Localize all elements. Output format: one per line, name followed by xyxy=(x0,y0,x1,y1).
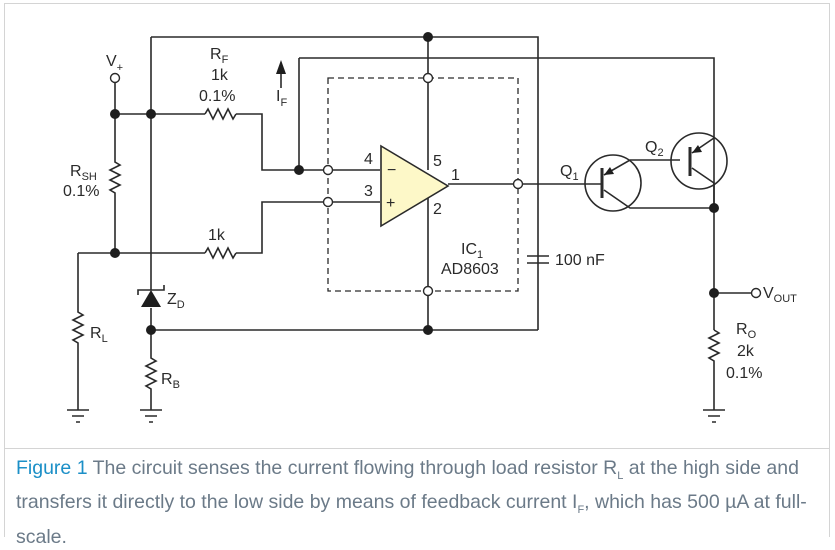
resistor-rf xyxy=(204,107,237,121)
wire-rf-right xyxy=(236,113,380,171)
caption-text-1: The circuit senses the current flowing t… xyxy=(87,457,618,479)
label-rsh-tol: 0.1% xyxy=(63,183,99,200)
label-vplus: V+ xyxy=(106,53,123,74)
circuit-schematic: V+ RF 1k 0.1% IF RSH 0.1% 1k ZD RL RB 4 … xyxy=(63,32,797,423)
label-rf-tol: 0.1% xyxy=(199,88,235,105)
terminal-pin2 xyxy=(422,285,434,297)
label-pin5: 5 xyxy=(433,153,442,170)
capacitor-100nf xyxy=(527,255,549,264)
junction-dot xyxy=(709,288,719,298)
wire-rsh xyxy=(108,114,122,253)
ground-rb xyxy=(140,409,162,423)
caption-divider xyxy=(4,448,830,449)
wire-vplus xyxy=(114,82,205,115)
label-q2: Q2 xyxy=(645,139,664,159)
ground-ro xyxy=(703,409,725,423)
label-pin4: 4 xyxy=(364,151,373,168)
label-ic-part: AD8603 xyxy=(441,261,499,278)
figure-frame xyxy=(4,3,830,537)
junction-dot xyxy=(110,248,120,258)
caption-sub-if: F xyxy=(577,504,585,517)
label-q1: Q1 xyxy=(560,163,579,183)
wire-top-supply xyxy=(151,36,539,330)
label-rf: RF xyxy=(210,46,229,66)
junction-dot xyxy=(110,109,120,119)
junction-dot xyxy=(709,203,719,213)
figure-caption: Figure 1 The circuit senses the current … xyxy=(16,455,816,550)
label-rb: RB xyxy=(161,371,180,391)
junction-dot xyxy=(146,109,156,119)
opamp-triangle xyxy=(380,144,450,228)
q1-collector xyxy=(603,189,714,209)
label-ro-value: 2k xyxy=(737,343,755,360)
transistor-q2 xyxy=(670,132,728,190)
label-rl: RL xyxy=(90,325,108,345)
terminal-pin4 xyxy=(322,164,334,176)
wire-rl xyxy=(71,253,85,410)
label-minus: − xyxy=(387,162,396,179)
resistor-1k-lower xyxy=(204,246,237,260)
q2-collector xyxy=(691,167,715,330)
label-rsh: RSH xyxy=(70,163,97,183)
label-zd: ZD xyxy=(167,291,185,311)
q1-arrow-icon xyxy=(604,167,614,175)
junction-dot xyxy=(423,325,433,335)
terminal-vplus xyxy=(109,72,121,84)
label-pin2: 2 xyxy=(433,201,442,218)
wire-feedback-top xyxy=(299,57,715,208)
q1-emitter xyxy=(603,159,680,176)
label-if: IF xyxy=(276,88,287,109)
label-pin1: 1 xyxy=(451,167,460,184)
junction-dot xyxy=(423,32,433,42)
figure-label: Figure 1 xyxy=(16,457,88,479)
caption-sub-rl: L xyxy=(617,469,624,482)
label-ic: IC1 xyxy=(461,241,483,261)
zener-diode-icon xyxy=(141,290,161,307)
q2-arrow-icon xyxy=(692,145,702,153)
terminal-pin3 xyxy=(322,196,334,208)
terminal-vout xyxy=(750,287,762,299)
terminal-pin1 xyxy=(512,178,524,190)
zener-bar xyxy=(137,285,165,295)
label-rf-value: 1k xyxy=(211,67,229,84)
terminal-pin5 xyxy=(422,72,434,84)
label-ro-tol: 0.1% xyxy=(726,365,762,382)
label-pin3: 3 xyxy=(364,183,373,200)
label-1k-lower: 1k xyxy=(208,227,226,244)
wire-1k-right xyxy=(236,201,380,254)
caption-text-2: at the high side and transfers it direct… xyxy=(16,457,799,514)
ground-rl xyxy=(67,409,89,423)
if-arrow-icon xyxy=(276,60,286,74)
resistor-ro xyxy=(707,329,721,410)
junction-dot xyxy=(146,325,156,335)
label-ro: RO xyxy=(736,321,757,341)
label-vout: VOUT xyxy=(763,285,797,305)
junction-dot xyxy=(294,165,304,175)
wire-zener-bottom xyxy=(144,308,158,410)
label-cap: 100 nF xyxy=(555,252,605,269)
transistor-q1 xyxy=(584,154,642,212)
label-plus: + xyxy=(386,195,395,212)
